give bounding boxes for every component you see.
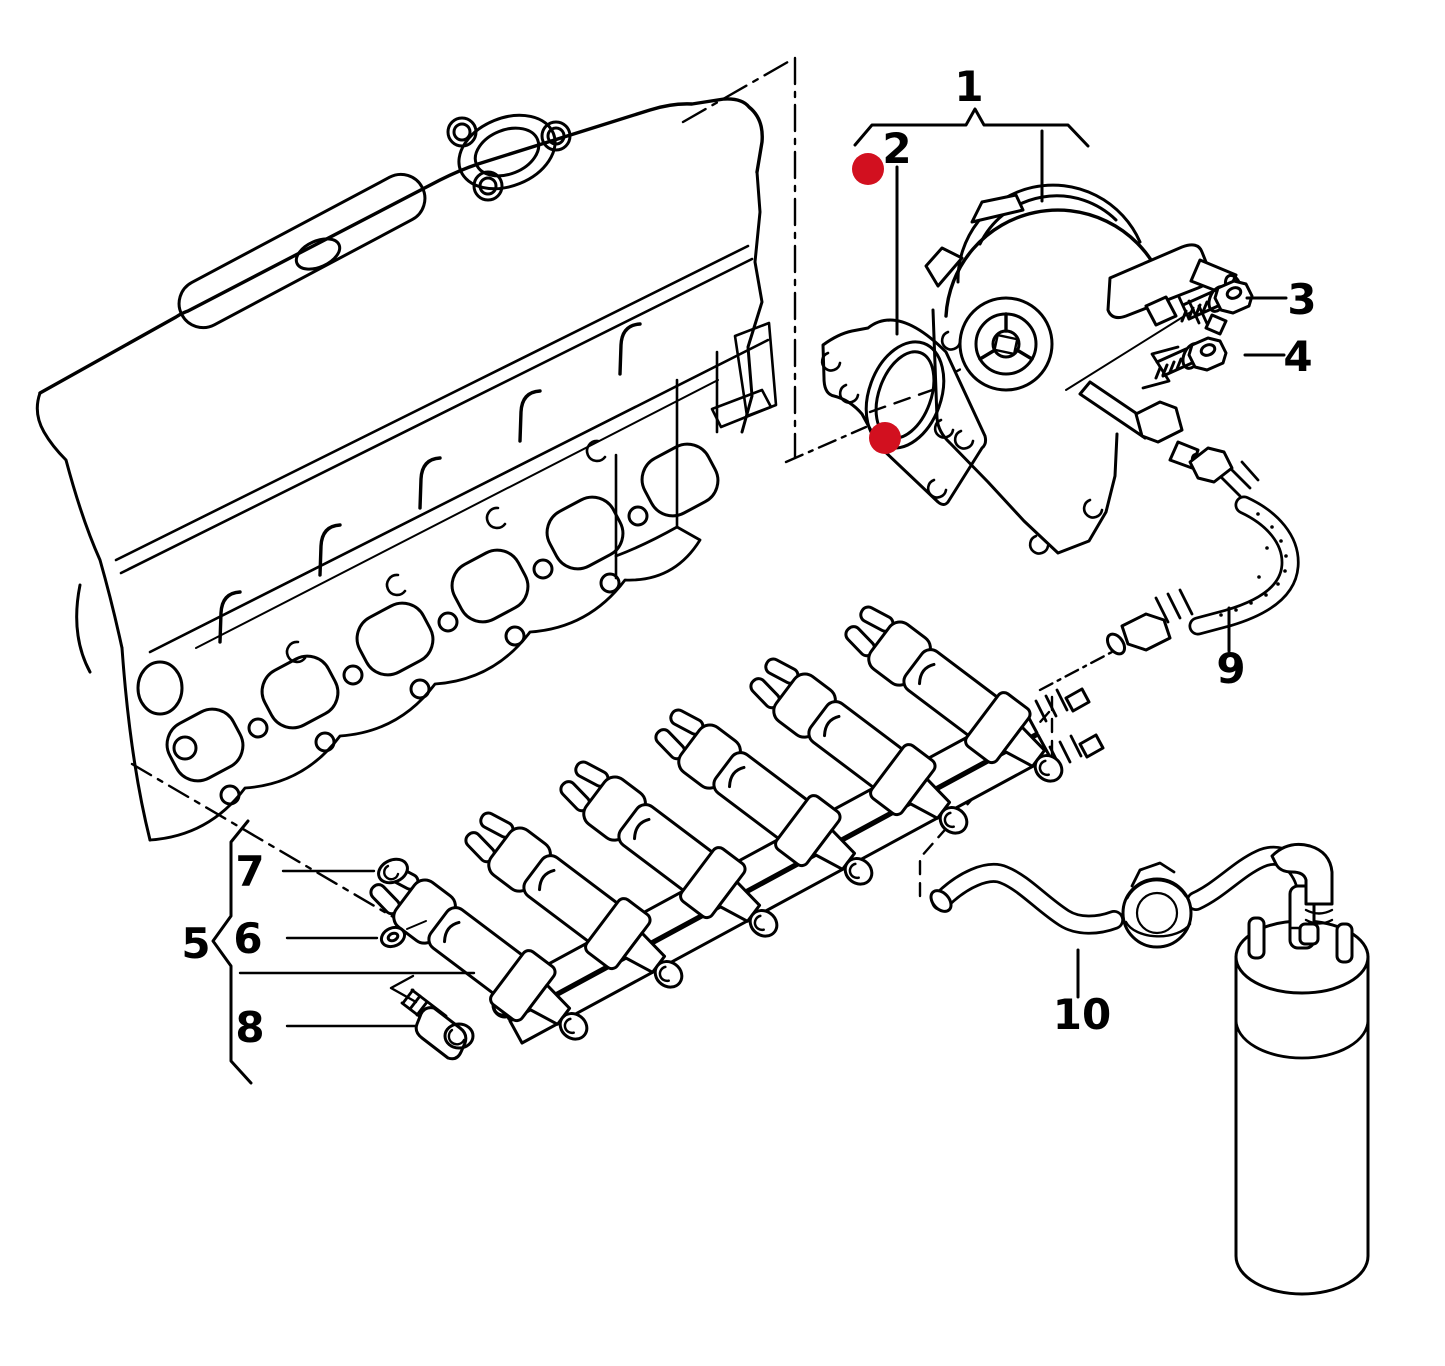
callout-3[interactable]: 3 — [1287, 275, 1316, 324]
cylinder-head-assembly — [35, 97, 778, 842]
fuel-filter — [1234, 842, 1370, 1296]
head-bore-marks — [218, 322, 642, 644]
cover-flange — [446, 113, 572, 202]
vacuum-hose-9 — [1105, 446, 1300, 656]
callout-4[interactable]: 4 — [1283, 332, 1312, 381]
o-ring-6 — [379, 925, 407, 949]
callout-7[interactable]: 7 — [235, 847, 264, 896]
callout-10[interactable]: 10 — [1053, 990, 1111, 1039]
cover-channel — [177, 172, 427, 330]
oil-cap — [294, 237, 342, 271]
seal-washer-7 — [377, 857, 409, 885]
callout-5-brace — [211, 819, 476, 1085]
callout-8[interactable]: 8 — [235, 1003, 264, 1052]
callout-leaders — [853, 107, 1288, 999]
part-2-hotspot-lower[interactable] — [869, 422, 901, 454]
callout-9[interactable]: 9 — [1216, 644, 1245, 693]
bolt-4 — [1154, 336, 1228, 380]
callout-5[interactable]: 5 — [181, 919, 210, 968]
callout-1[interactable]: 1 — [954, 62, 983, 111]
vacuum-pump-gasket — [820, 318, 988, 506]
vacuum-pump — [924, 183, 1243, 555]
injector-group — [357, 591, 1083, 1061]
head-ports — [165, 442, 720, 806]
callout-6[interactable]: 6 — [233, 914, 262, 963]
fuel-hose-10 — [929, 845, 1317, 935]
part-2-hotspot-upper[interactable] — [852, 153, 884, 185]
socket-screw-8 — [400, 988, 475, 1061]
check-valve — [1121, 861, 1193, 949]
callout-2[interactable]: 2 — [882, 124, 911, 173]
